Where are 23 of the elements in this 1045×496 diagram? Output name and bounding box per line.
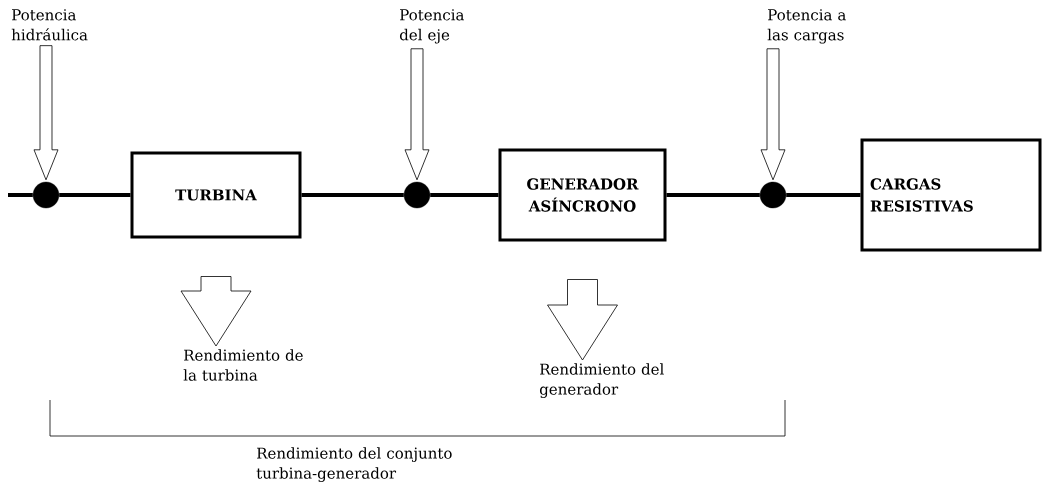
hollow-arrow xyxy=(180,276,252,347)
hollow-arrow xyxy=(760,48,786,181)
caption-text: Rendimiento de la turbina xyxy=(183,349,303,381)
connector-line xyxy=(301,193,404,197)
hollow-arrow xyxy=(33,45,59,181)
caption-text: Potencia a las cargas xyxy=(767,9,846,44)
caption-text: Potencia hidráulica xyxy=(11,9,88,41)
connector-line xyxy=(786,193,861,197)
caption-text: Rendimiento del generador xyxy=(539,363,664,398)
junction-dot xyxy=(403,181,431,209)
process-box: TURBINA xyxy=(130,151,302,239)
process-box: CARGAS RESISTIVAS xyxy=(860,138,1042,252)
connector-line xyxy=(430,193,499,197)
hollow-arrow xyxy=(547,279,618,361)
caption-text: Rendimiento del conjunto turbina-generador xyxy=(256,447,452,482)
process-box: GENERADOR ASÍNCRONO xyxy=(498,148,667,242)
junction-dot xyxy=(32,181,60,209)
connector-line xyxy=(8,193,33,197)
connector-line xyxy=(59,193,131,197)
connector-line xyxy=(666,193,760,197)
caption-text: Potencia del eje xyxy=(399,9,464,44)
hollow-arrow xyxy=(404,48,430,181)
junction-dot xyxy=(759,181,787,209)
